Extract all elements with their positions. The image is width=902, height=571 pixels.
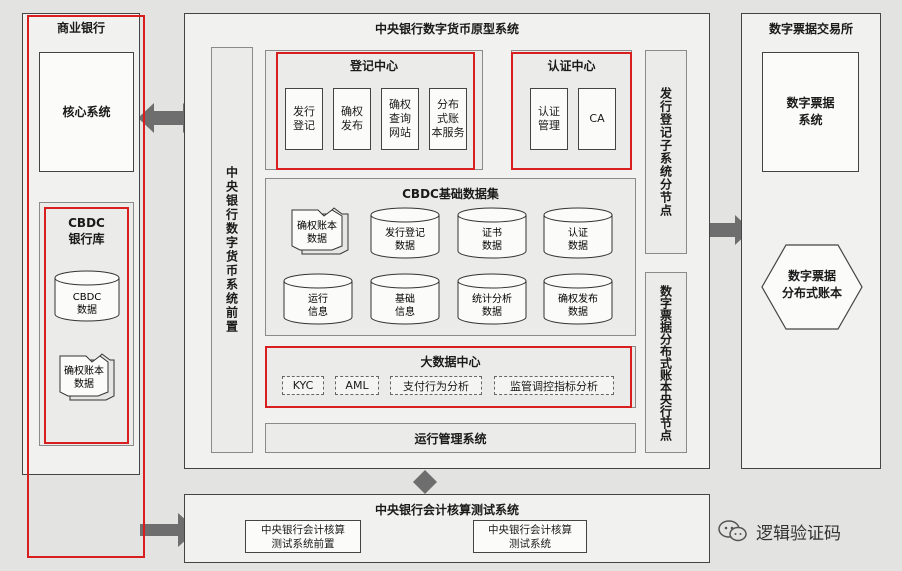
statistics-data-label-2: 数据 xyxy=(482,305,502,318)
ticket-system-box[interactable]: 数字票据 系统 xyxy=(762,52,859,172)
cbdc-data-cylinder: CBDC 数据 xyxy=(54,270,120,322)
auth-management-box[interactable]: 认证 管理 xyxy=(530,88,568,150)
dataset-ledger-doc-icon: 确权账本 数据 xyxy=(291,207,349,255)
ticket-ledger-node-box[interactable]: 数字票据分布式账本央行节点 xyxy=(645,272,687,453)
certificate-data-label-2: 数据 xyxy=(482,239,502,252)
highlight-bigdata-center xyxy=(265,346,632,408)
regulatory-indicator-analysis-box[interactable]: 监管调控指标分析 xyxy=(494,376,614,395)
core-system-label: 核心系统 xyxy=(62,105,111,119)
arrow-bank-to-accounting xyxy=(140,513,197,547)
auth-data-label-2: 数据 xyxy=(568,239,588,252)
cbdc-bank-db-box: CBDC 银行库 xyxy=(39,202,134,446)
accounting-front-box[interactable]: 中央银行会计核算 测试系统前置 xyxy=(245,520,361,553)
auth-data-cylinder: 认证 数据 xyxy=(543,207,613,259)
rights-ledger-doc-icon: 确权账本 数据 xyxy=(59,353,115,401)
operation-info-label-2: 信息 xyxy=(308,305,328,318)
highlight-cbdc-bank-db xyxy=(44,207,129,444)
core-system-box[interactable]: 核心系统 xyxy=(39,52,134,172)
rights-publish-data-cylinder: 确权发布 数据 xyxy=(543,273,613,325)
statistics-data-label-1: 统计分析 xyxy=(472,292,512,305)
rights-publish-data-label-1: 确权发布 xyxy=(558,292,598,305)
issue-registration-box[interactable]: 发行 登记 xyxy=(285,88,323,150)
aml-box[interactable]: AML xyxy=(335,376,379,395)
cbdc-frontend-label: 中央银行数字货币系统前置 xyxy=(224,166,239,334)
rights-ledger-label-2: 数据 xyxy=(74,377,94,390)
watermark-text: 逻辑验证码 xyxy=(756,523,841,544)
rights-ledger-label-1: 确权账本 xyxy=(64,364,104,377)
wechat-icon xyxy=(718,520,747,542)
highlight-registry-center xyxy=(276,52,475,170)
highlight-commercial-bank xyxy=(27,15,145,558)
highlight-auth-center xyxy=(511,52,632,170)
cbdc-data-label-1: CBDC xyxy=(73,292,102,303)
cbdc-frontend-box[interactable]: 中央银行数字货币系统前置 xyxy=(211,47,253,453)
base-info-label-2: 信息 xyxy=(395,305,415,318)
rights-query-site-box[interactable]: 确权 查询 网站 xyxy=(381,88,419,150)
issue-registration-data-label-2: 数据 xyxy=(395,239,415,252)
registry-center-title: 登记中心 xyxy=(349,59,398,73)
watermark: 逻辑验证码 xyxy=(718,516,888,546)
rights-publish-box[interactable]: 确权 发布 xyxy=(333,88,371,150)
kyc-box[interactable]: KYC xyxy=(282,376,324,395)
accounting-system-box[interactable]: 中央银行会计核算 测试系统 xyxy=(473,520,587,553)
base-info-cylinder: 基础 信息 xyxy=(370,273,440,325)
auth-center-title: 认证中心 xyxy=(547,59,596,73)
ticket-ledger-label: 数字票据 分布式账本 xyxy=(781,269,842,300)
cbdc-bank-db-title: CBDC 银行库 xyxy=(68,216,105,246)
distributed-ledger-service-box[interactable]: 分布 式账 本服务 xyxy=(429,88,467,150)
base-info-label-1: 基础 xyxy=(395,292,415,305)
ticket-ledger-hexagon[interactable] xyxy=(760,243,864,331)
issue-subsystem-node-label: 发行登记子系统分节点 xyxy=(658,87,673,217)
arrow-central-to-accounting-down xyxy=(413,482,437,494)
statistics-data-cylinder: 统计分析 数据 xyxy=(457,273,527,325)
dataset-ledger-label-1: 确权账本 xyxy=(297,219,337,232)
certificate-data-cylinder: 证书 数据 xyxy=(457,207,527,259)
commercial-bank-title: 商业银行 xyxy=(56,21,105,35)
accounting-title: 中央银行会计核算测试系统 xyxy=(374,503,519,517)
cbdc-data-label-2: 数据 xyxy=(77,303,97,316)
exchange-title: 数字票据交易所 xyxy=(768,22,853,36)
rights-publish-data-label-2: 数据 xyxy=(568,305,588,318)
ca-box[interactable]: CA xyxy=(578,88,616,150)
operation-info-label-1: 运行 xyxy=(308,292,328,305)
ticket-ledger-node-label: 数字票据分布式账本央行节点 xyxy=(658,284,673,441)
bigdata-center-title: 大数据中心 xyxy=(420,355,481,369)
issue-registration-data-label-1: 发行登记 xyxy=(385,226,425,239)
issue-registration-data-cylinder: 发行登记 数据 xyxy=(370,207,440,259)
arrow-bank-to-frontend xyxy=(138,103,199,133)
ops-management-box[interactable]: 运行管理系统 xyxy=(265,423,636,453)
dataset-ledger-label-2: 数据 xyxy=(307,232,327,245)
arrow-central-to-accounting xyxy=(413,470,437,484)
central-bank-title: 中央银行数字货币原型系统 xyxy=(374,22,519,36)
operation-info-cylinder: 运行 信息 xyxy=(283,273,353,325)
cbdc-dataset-title: CBDC基础数据集 xyxy=(402,187,499,201)
auth-data-label-1: 认证 xyxy=(568,226,588,239)
payment-behavior-analysis-box[interactable]: 支付行为分析 xyxy=(390,376,482,395)
ops-management-label: 运行管理系统 xyxy=(414,431,487,446)
issue-subsystem-node-box[interactable]: 发行登记子系统分节点 xyxy=(645,50,687,254)
certificate-data-label-1: 证书 xyxy=(482,227,502,239)
